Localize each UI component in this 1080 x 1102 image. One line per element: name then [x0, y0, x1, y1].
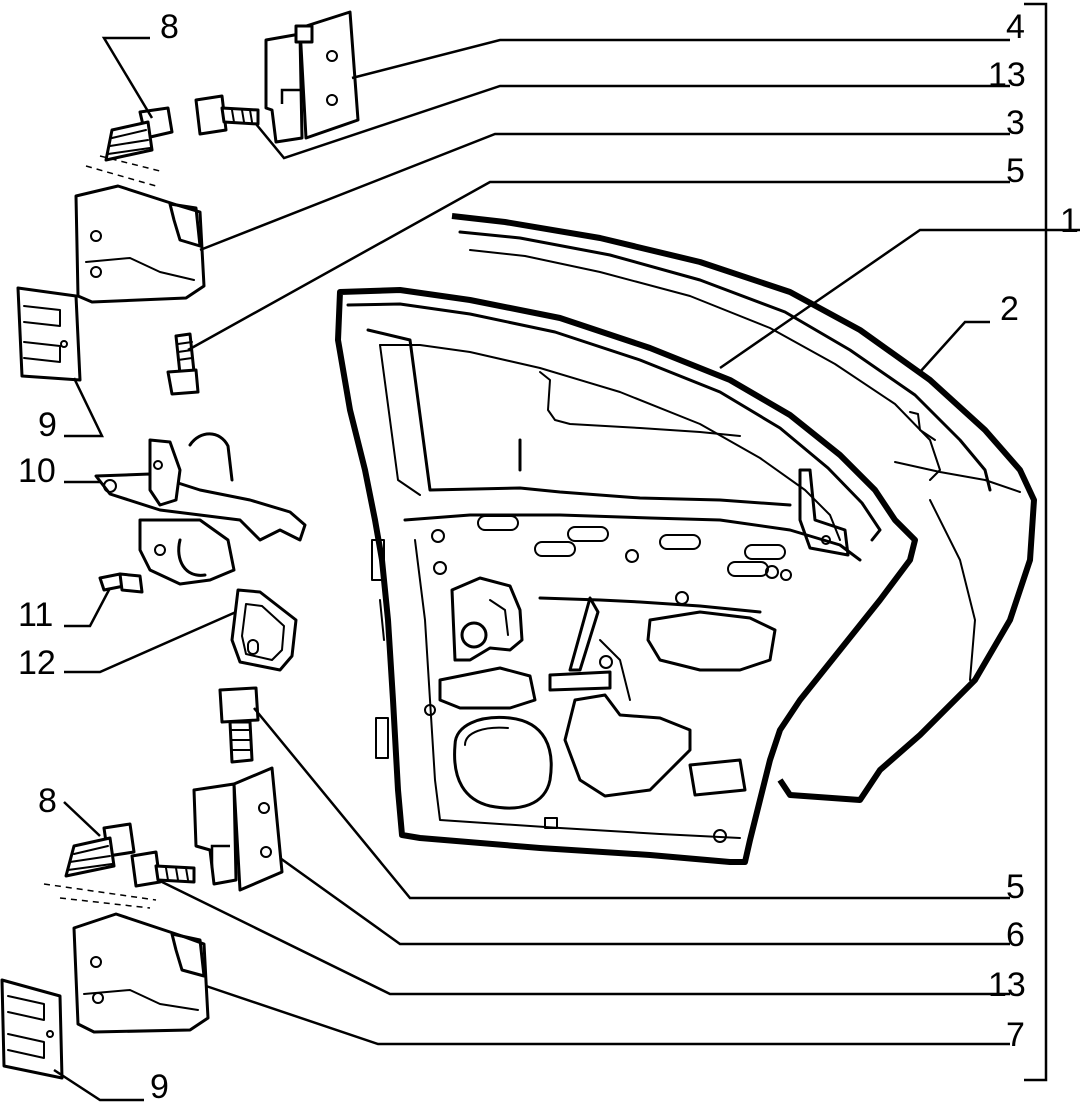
- lower-hinge-door-half: [192, 766, 284, 892]
- door-inner-frame: [335, 287, 918, 865]
- callout-2: 2: [1000, 290, 1019, 328]
- upper-hinge-door-half: [264, 10, 360, 144]
- callout-12: 12: [18, 644, 56, 682]
- lower-screw: [218, 686, 260, 764]
- callout-8-top: 8: [160, 8, 179, 46]
- callout-8-bottom: 8: [38, 782, 57, 820]
- callout-4: 4: [1006, 8, 1025, 46]
- callout-9-bottom: 9: [150, 1068, 169, 1102]
- upper-hinge-stud: [104, 106, 174, 162]
- callout-3: 3: [1006, 104, 1025, 142]
- callout-10: 10: [18, 452, 56, 490]
- upper-shim-plate: [16, 286, 82, 382]
- check-strap-gasket: [230, 588, 298, 672]
- leader-lines: [53, 36, 1080, 1102]
- upper-hinge-bolt: [194, 94, 260, 136]
- callout-13-bottom: 13: [988, 966, 1026, 1004]
- callout-13-top: 13: [988, 56, 1026, 94]
- lower-hinge-body-half: [72, 912, 210, 1034]
- lower-hinge-stud: [64, 822, 136, 878]
- lower-shim-plate: [0, 978, 64, 1080]
- callout-5-top: 5: [1006, 152, 1025, 190]
- door-outer-panel: [451, 213, 1037, 803]
- callout-5-bottom: 5: [1006, 868, 1025, 906]
- callout-11: 11: [18, 596, 53, 634]
- check-strap-screw: [98, 572, 144, 594]
- door-check-strap: [94, 432, 307, 586]
- lower-hinge-bolt: [130, 850, 196, 888]
- callout-7: 7: [1006, 1016, 1025, 1054]
- upper-screw: [166, 332, 200, 396]
- group-bracket: [1024, 2, 1048, 1082]
- upper-hinge-body-half: [74, 184, 206, 304]
- callout-1: 1: [1060, 202, 1079, 240]
- callout-6: 6: [1006, 916, 1025, 954]
- callout-9-top: 9: [38, 406, 57, 444]
